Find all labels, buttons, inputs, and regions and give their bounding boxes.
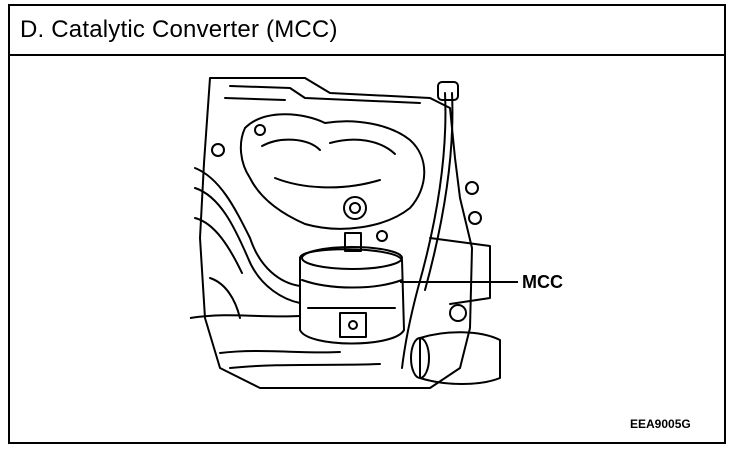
figure-code: EEA9005G	[630, 417, 691, 431]
mcc-callout-label: MCC	[522, 272, 563, 292]
section-header: D. Catalytic Converter (MCC)	[10, 6, 724, 56]
page-title: D. Catalytic Converter (MCC)	[20, 16, 338, 43]
engine-catalytic-converter-illustration	[190, 77, 518, 389]
document-frame: D. Catalytic Converter (MCC)	[8, 4, 726, 444]
